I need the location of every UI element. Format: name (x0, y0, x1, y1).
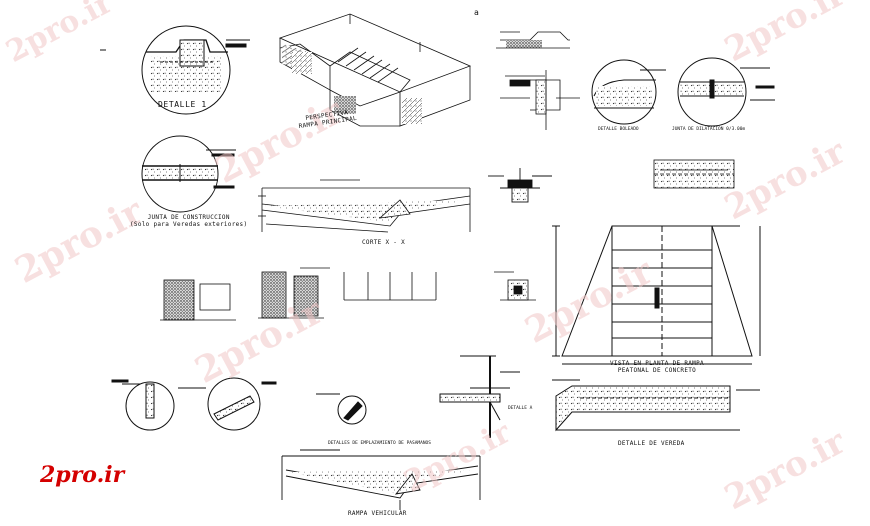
rampa-vehicular-section (281, 449, 481, 510)
caption-detalle-boleado: DETALLE BOLEADO (598, 127, 639, 132)
caption-junta-construccion: JUNTA DE CONSTRUCCION (Solo para Veredas… (130, 214, 248, 228)
caption-junta-dilatacion: JUNTA DE DILATACION 0/3.00m (672, 127, 746, 132)
caption-detalles-pasamanos: DETALLES DE EMPLAZAMIENTO DE PASAMANOS (328, 441, 431, 446)
bottom-circle-details (111, 377, 367, 431)
caption-detalle-1: DETALLE 1 (158, 100, 207, 109)
caption-vista-planta: VISTA EN PLANTA DE RAMPA PEATONAL DE CON… (610, 360, 704, 374)
caption-detalle-a: DETALLE A (508, 406, 533, 411)
caption-detalle-vereda: DETALLE DE VEREDA (618, 440, 685, 447)
estructura-box (653, 159, 735, 189)
junta-construccion-circle (141, 135, 236, 213)
corte-section (258, 179, 471, 233)
perspective-ramp (278, 13, 472, 127)
anchor-detail (488, 168, 552, 203)
page-marker: a (474, 8, 479, 17)
caption-corte: CORTE X - X (362, 239, 406, 246)
footing-details-row (160, 267, 536, 321)
detalle-1-circle (100, 25, 250, 115)
plan-view-ramp (552, 225, 761, 365)
caption-rampa-vehicular: RAMPA VEHICULAR (348, 510, 407, 517)
vereda-detail (552, 379, 760, 432)
top-detail-section (496, 31, 580, 130)
junta-dilatacion-circle (677, 57, 775, 127)
brand-logo: 2pro.ir (40, 462, 125, 488)
detalle-boleado-circle (591, 59, 666, 125)
detalle-a-post (439, 355, 520, 438)
